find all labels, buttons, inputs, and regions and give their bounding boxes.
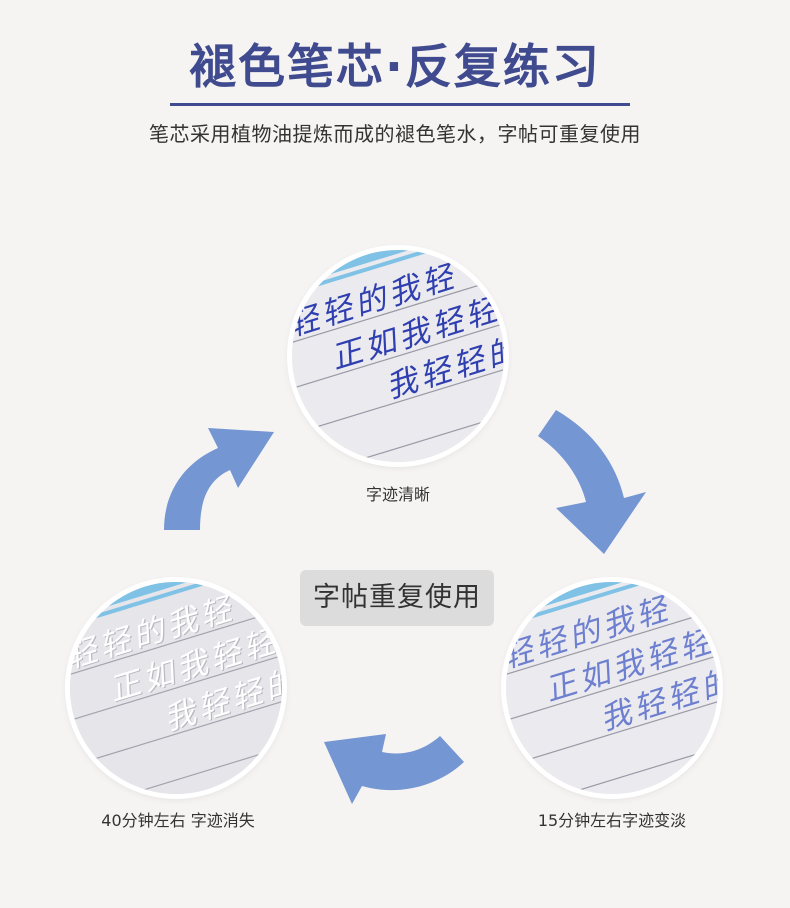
- stage-vanished-image: 轻轻的我轻 轻轻的我轻 正如我轻轻 正如我轻轻 我轻轻的 我轻轻的: [70, 582, 282, 794]
- title-underline: [170, 103, 630, 106]
- arrow-down-right-icon: [538, 410, 646, 554]
- stage-clear-caption: 字迹清晰: [365, 485, 430, 504]
- arrow-up-right-icon: [164, 428, 274, 530]
- stage-fading-image: 轻轻的我轻 正如我轻轻 我轻轻的: [506, 582, 718, 794]
- page-subtitle: 笔芯采用植物油提炼而成的褪色笔水，字帖可重复使用: [149, 122, 641, 146]
- reusable-label: 字帖重复使用: [300, 570, 494, 626]
- page-title: 褪色笔芯·反复练习: [189, 40, 601, 95]
- stage-vanished-caption: 40分钟左右 字迹消失: [101, 811, 255, 830]
- stage-fading-caption: 15分钟左右字迹变淡: [537, 811, 687, 830]
- stage-clear-image: 轻轻的我轻 正如我轻轻 我轻轻的: [292, 250, 504, 462]
- arrow-left-icon: [324, 734, 464, 804]
